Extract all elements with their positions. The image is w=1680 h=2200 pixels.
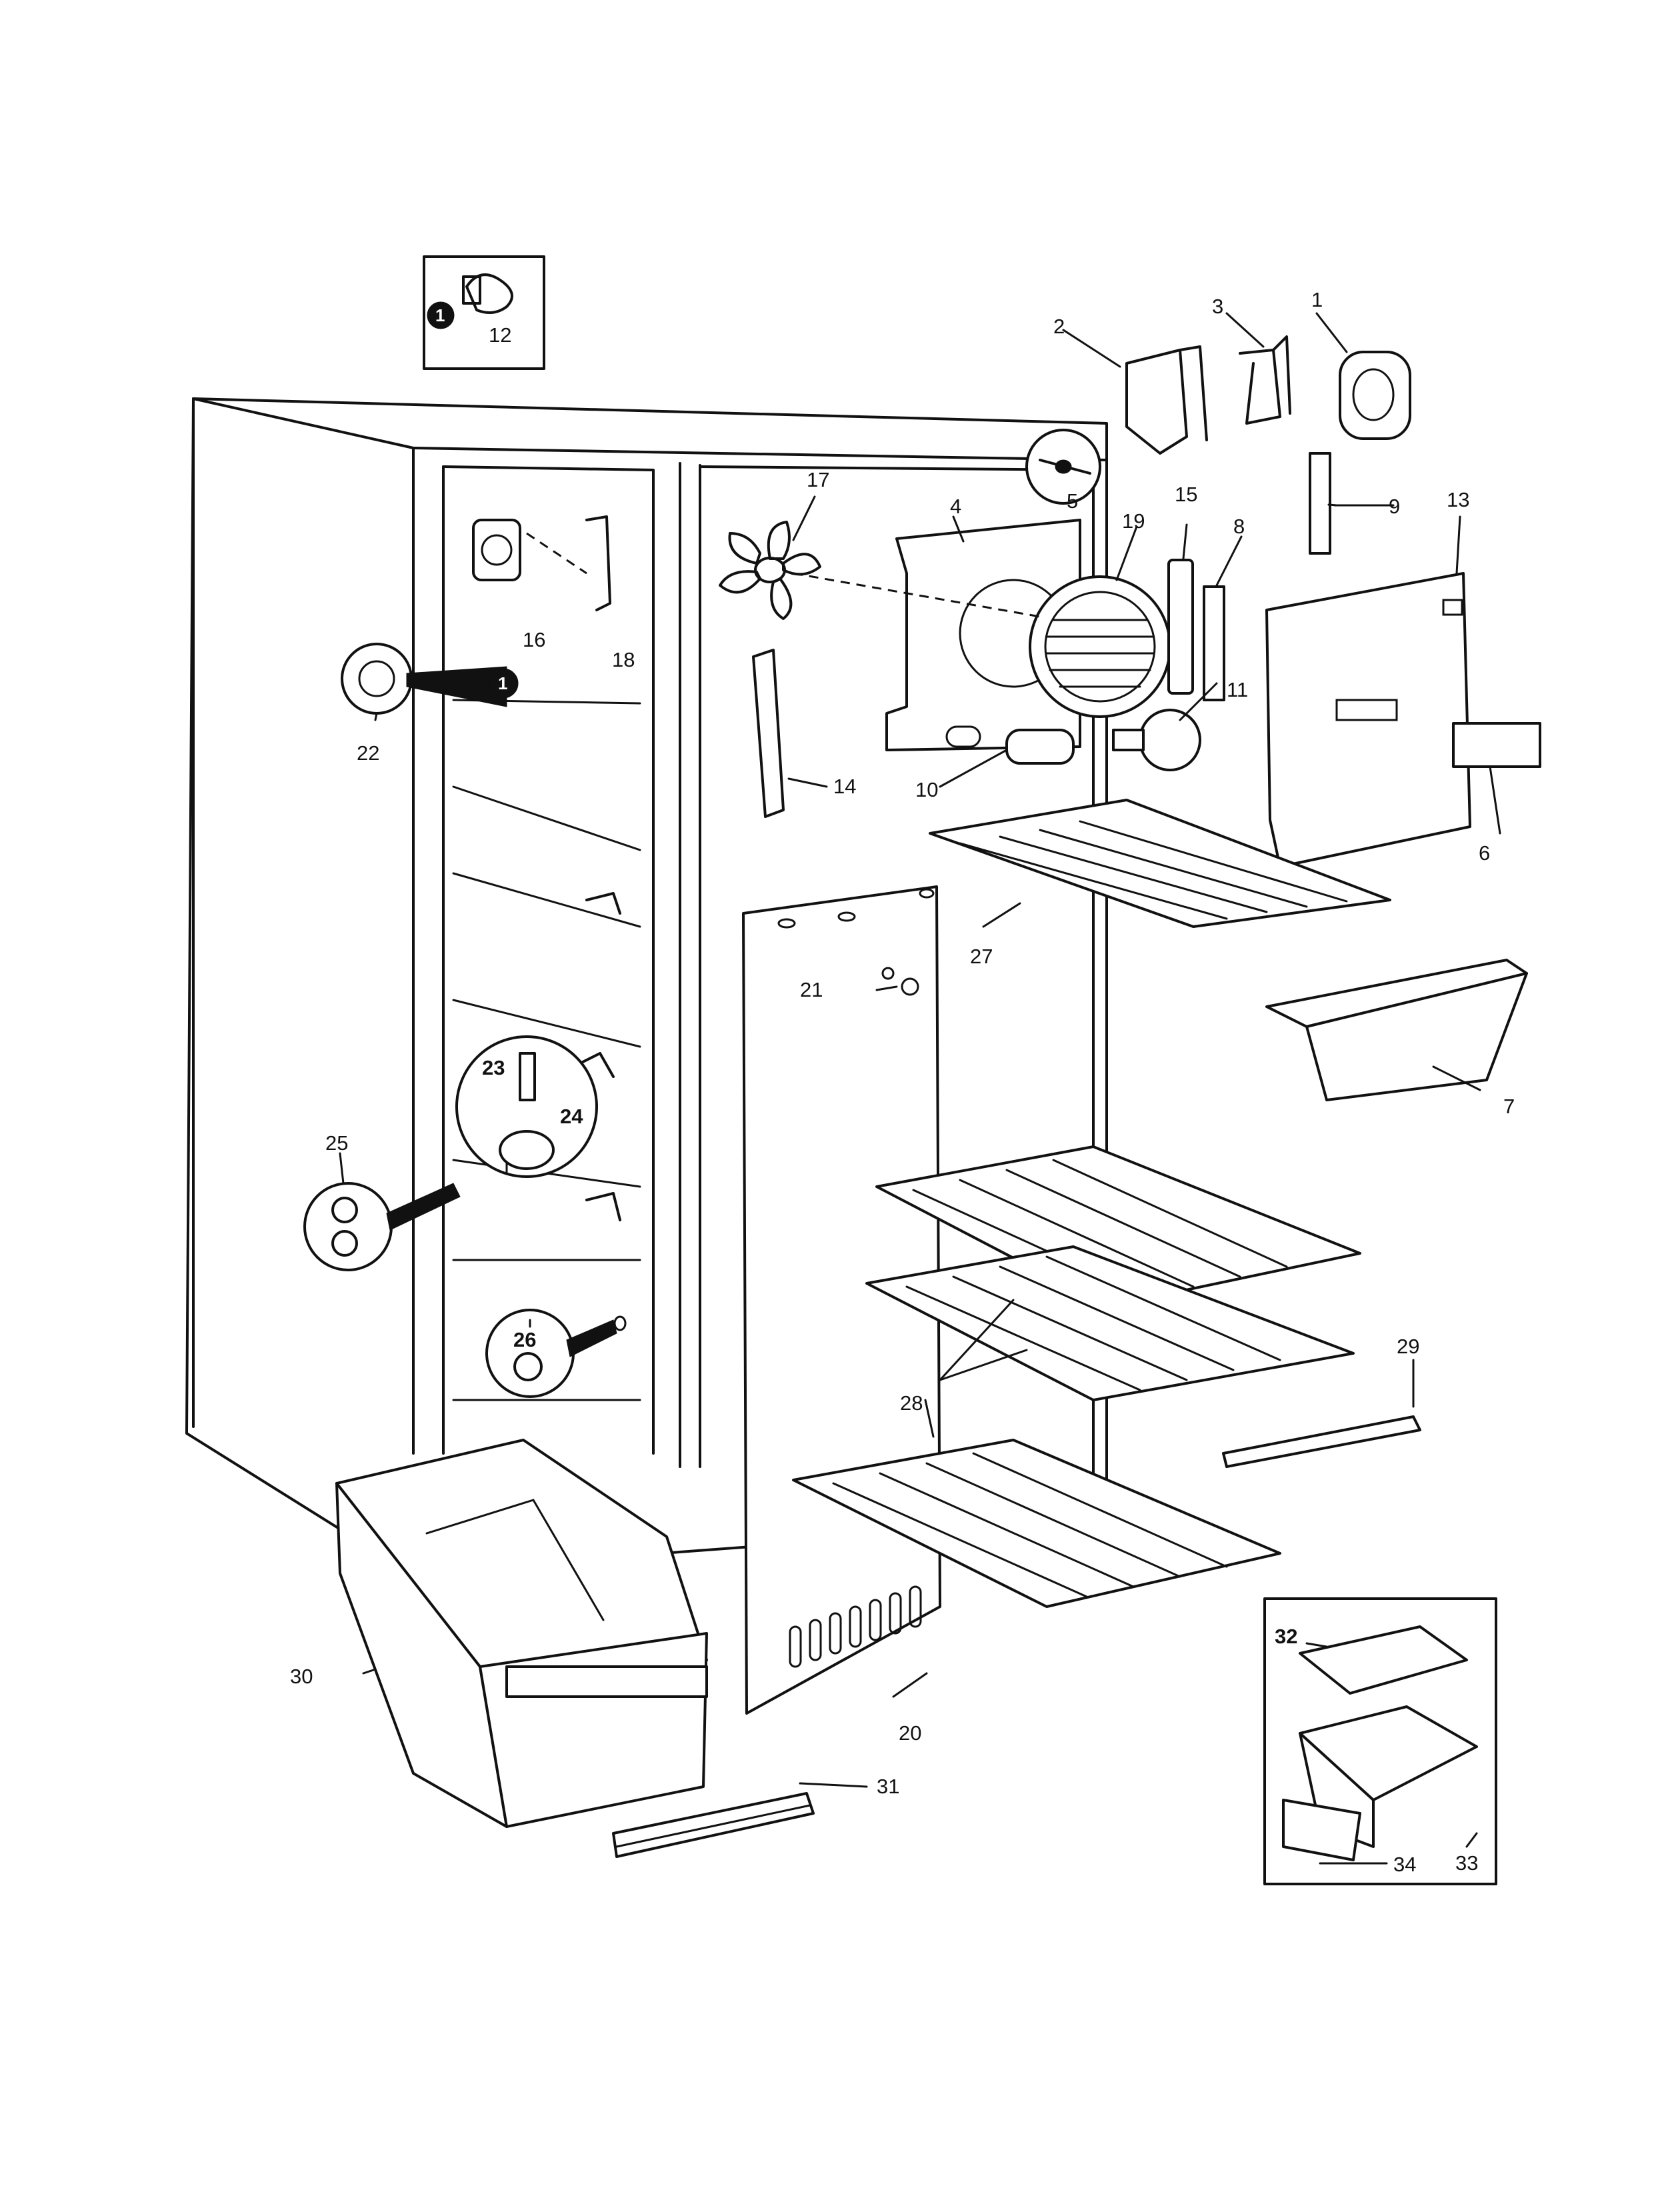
callout-14: 14	[833, 775, 856, 798]
strip-8	[1203, 585, 1225, 701]
shelf-28-lower	[865, 1245, 1355, 1401]
fan-guard-19	[1029, 575, 1171, 718]
damper-5	[1025, 429, 1101, 505]
svg-text:1: 1	[498, 673, 507, 693]
callout-6: 6	[1479, 841, 1490, 865]
callout-20: 20	[899, 1721, 921, 1745]
basket-30	[335, 1439, 708, 1828]
callout-16: 16	[523, 628, 545, 651]
callout-33: 33	[1455, 1851, 1478, 1875]
control-bracket-14	[752, 649, 785, 818]
callout-4: 4	[950, 495, 961, 518]
shelf-27	[929, 799, 1391, 928]
air-duct-housing-4	[885, 519, 1081, 751]
detail-26	[485, 1309, 627, 1398]
callout-25: 25	[325, 1131, 348, 1155]
part-12-box: 1	[423, 255, 545, 370]
detail-22: 1	[341, 643, 519, 715]
shelf-28-bottom	[792, 1439, 1281, 1608]
fan-blade-17	[719, 521, 821, 620]
callout-2: 2	[1053, 315, 1065, 338]
bracket-3	[1239, 335, 1291, 425]
callout-11: 11	[1227, 678, 1248, 701]
callout-27: 27	[970, 945, 993, 968]
parts-inset-32-34	[1263, 1597, 1497, 1885]
callout-31: 31	[877, 1775, 899, 1798]
lamp-socket-10	[1005, 729, 1075, 765]
evaporator-cover-13	[1265, 572, 1471, 868]
callout-17: 17	[807, 468, 829, 491]
callout-19: 19	[1122, 509, 1145, 533]
housing-1	[1339, 351, 1411, 440]
callout-8: 8	[1233, 515, 1245, 538]
callout-32: 32	[1275, 1625, 1297, 1648]
callout-23: 23	[482, 1056, 505, 1079]
strip-31	[612, 1792, 815, 1858]
callout-22: 22	[357, 741, 379, 765]
callout-13: 13	[1447, 488, 1469, 511]
bracket-18	[585, 515, 611, 611]
part-21	[881, 967, 919, 996]
callout-12: 12	[489, 323, 511, 347]
callout-5: 5	[1067, 489, 1078, 513]
ice-tray-7	[1265, 959, 1528, 1101]
callout-29: 29	[1397, 1335, 1419, 1358]
callout-30: 30	[290, 1665, 313, 1688]
light-shield-15	[1167, 559, 1194, 695]
bracket-2	[1125, 345, 1208, 455]
light-bulb-11	[1112, 709, 1201, 771]
detail-23-24	[455, 1035, 598, 1178]
thermostat-16	[472, 519, 521, 581]
callout-3: 3	[1212, 295, 1223, 318]
assembly-line	[793, 572, 1041, 618]
strip-9	[1309, 452, 1331, 555]
assembly-line	[526, 532, 587, 575]
svg-text:1: 1	[435, 305, 445, 325]
callout-labels: 1 2 3 4 5 6 7 8 9 10 11 12 13 14 15 16 1…	[290, 288, 1515, 1876]
callout-34: 34	[1393, 1853, 1416, 1876]
callout-24: 24	[560, 1105, 583, 1128]
callout-7: 7	[1503, 1095, 1515, 1118]
callout-28: 28	[900, 1391, 923, 1415]
callout-15: 15	[1175, 483, 1197, 506]
callout-10: 10	[915, 778, 938, 801]
callout-21: 21	[800, 978, 823, 1001]
detail-25	[303, 1182, 461, 1271]
callout-9: 9	[1389, 495, 1400, 518]
callout-26: 26	[513, 1328, 536, 1351]
leader-lines	[339, 312, 1501, 1865]
callout-1: 1	[1311, 288, 1323, 311]
callout-18: 18	[612, 648, 635, 671]
vent-slots	[789, 1585, 922, 1668]
strip-29	[1222, 1415, 1421, 1468]
nameplate-6	[1452, 722, 1541, 768]
